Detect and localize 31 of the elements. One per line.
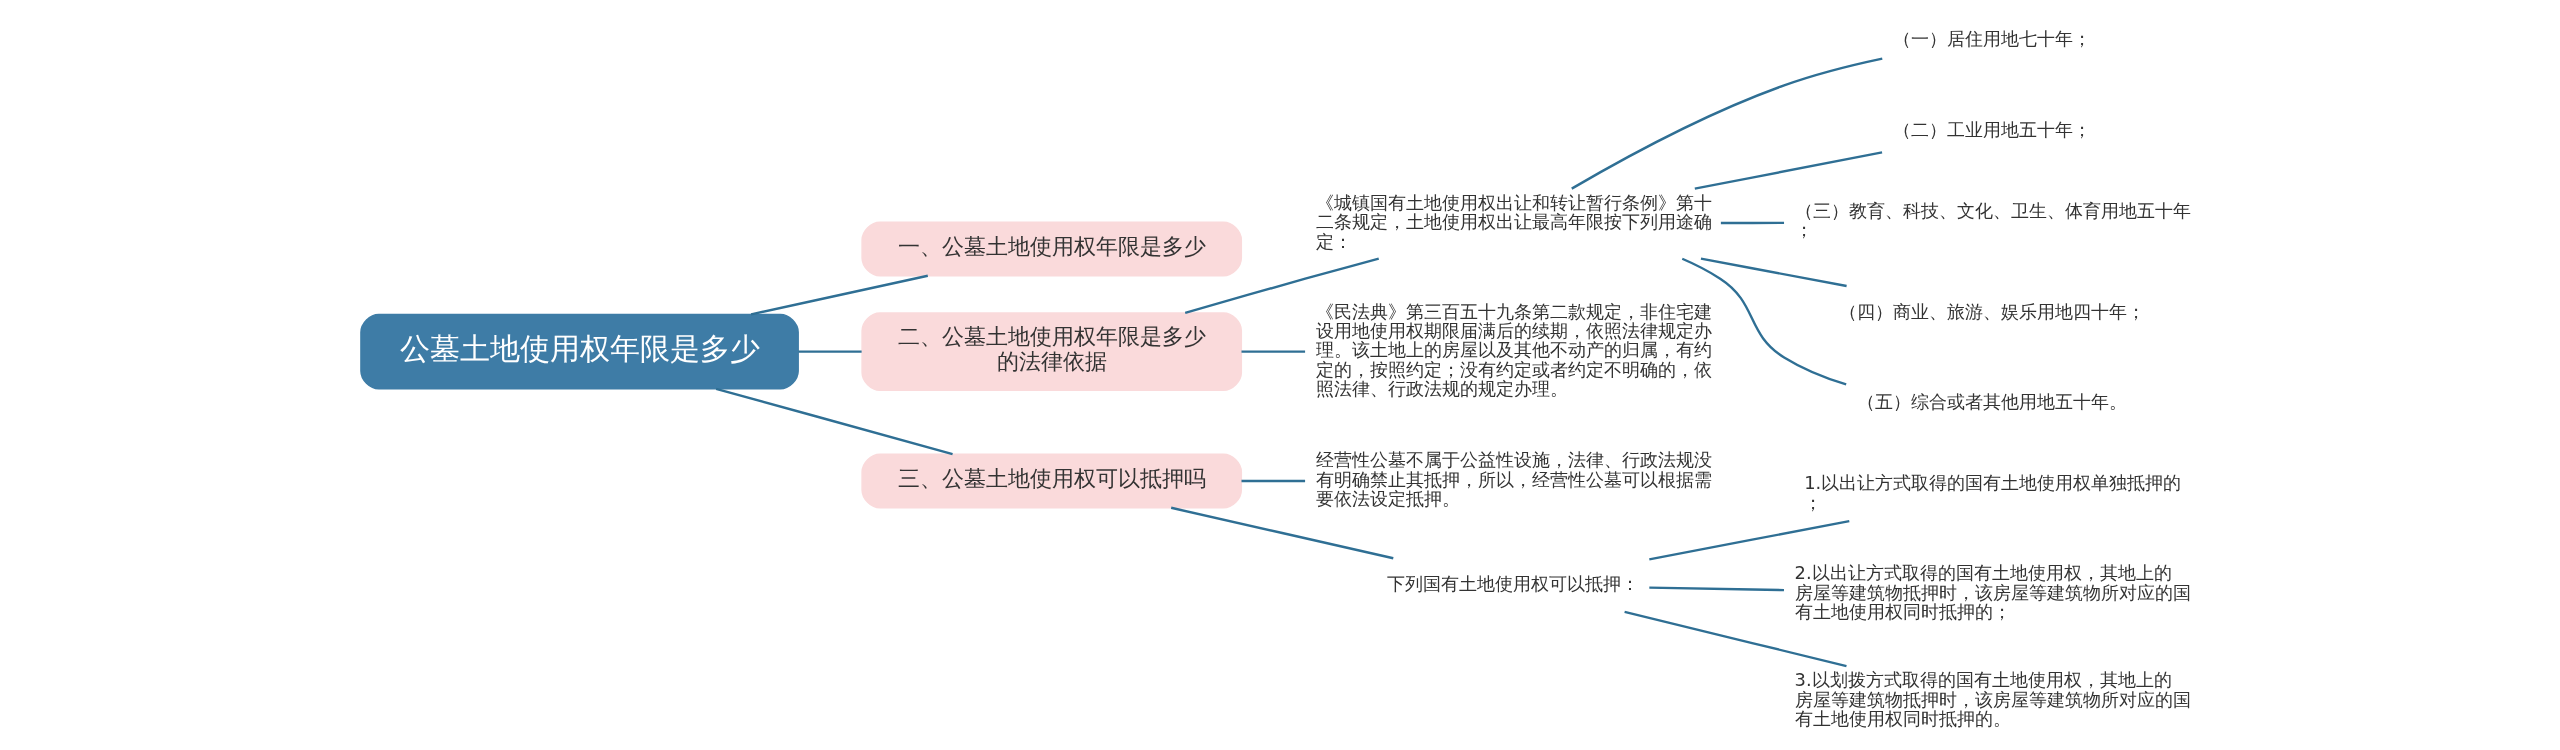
node-text: （三）教育、科技、文化、卫生、体育用地五十年；: [1794, 200, 2191, 241]
connector: [1649, 586, 1784, 592]
node-box: 公墓土地使用权年限是多少: [360, 313, 799, 390]
node-box: 一、公墓土地使用权年限是多少: [861, 221, 1243, 277]
connector: [1649, 520, 1850, 561]
node-text: （二）工业用地五十年；: [1892, 119, 2091, 141]
node-text: 2.以出让方式取得的国有土地使用权，其地上的房屋等建筑物抵押时，该房屋等建筑物所对应的国有土地使用权同时抵押的；: [1794, 562, 2191, 622]
connector: [1184, 257, 1380, 314]
connector: [1571, 57, 1883, 190]
node-text: （一）居住用地七十年；: [1892, 28, 2091, 50]
connector: [798, 350, 862, 353]
connector: [750, 274, 929, 316]
connector: [1241, 479, 1306, 483]
node-box: 三、公墓土地使用权可以抵押吗: [861, 453, 1243, 509]
node-text: 3.以划拨方式取得的国有土地使用权，其地上的房屋等建筑物抵押时，该房屋等建筑物所对应的国有土地使用权同时抵押的。: [1794, 669, 2191, 729]
connector: [1681, 257, 1847, 386]
connector: [1694, 151, 1883, 190]
connector: [1241, 350, 1306, 353]
connector: [1720, 221, 1785, 225]
connector: [715, 387, 953, 456]
node-text: （五）综合或者其他用地五十年。: [1857, 391, 2128, 413]
connector: [1170, 506, 1394, 560]
node-text: 《民法典》第三百五十九条第二款规定，非住宅建设用地使用权期限届满后的续期，依照法律规定办理。该土地上的房屋以及其他不动产的归属，有约定的，按照约定；没有约定或者约定不明确的，依照法律、行政法规的规定办理。: [1315, 300, 1712, 399]
node-text: 下列国有土地使用权可以抵押：: [1387, 572, 1640, 594]
node-text: （四）商业、旅游、娱乐用地四十年；: [1839, 300, 2146, 322]
node-box: 二、公墓土地使用权年限是多少的法律依据: [861, 312, 1243, 391]
connector: [1700, 257, 1847, 288]
node-text: 经营性公墓不属于公益性设施，法律、行政法规没有明确禁止其抵押，所以，经营性公墓可以根据需要依法设定抵押。: [1315, 449, 1712, 509]
node-text: 《城镇国有土地使用权出让和转让暂行条例》第十二条规定，土地使用权出让最高年限按下列用途确定：: [1315, 191, 1712, 252]
node-text: 1.以出让方式取得的国有土地使用权单独抵押的；: [1804, 472, 2182, 513]
connector: [1624, 610, 1847, 668]
